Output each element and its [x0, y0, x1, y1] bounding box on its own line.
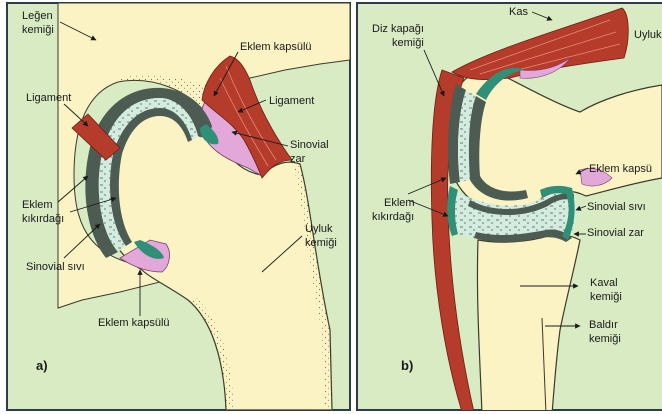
panel-a-letter: a) [36, 358, 48, 373]
label-ligament-right: Ligament [269, 95, 314, 107]
label-capsule-b: Eklem kapsü [589, 163, 652, 175]
panel-a-hip-joint: Leğen kemiği Ligament Eklem kıkırdağı Si… [7, 3, 350, 410]
label-capsule-top: Eklem kapsülü [240, 41, 312, 53]
label-synovial-membrane-b: Sinovial zar [587, 227, 644, 239]
label-cartilage-2: kıkırdağı [22, 213, 64, 225]
label-femur-1: Uyluk [305, 223, 333, 235]
label-cartilage-b-2: kıkırdağı [372, 211, 414, 223]
label-fibula-1: Baldır [589, 319, 618, 331]
label-thigh: Uyluk [634, 29, 662, 41]
label-patella-1: Diz kapağı [372, 23, 424, 35]
label-cartilage-b-1: Eklem [384, 197, 415, 209]
label-synovial-membrane-1: Sinovial [290, 139, 329, 151]
label-synovial-membrane-2: zar [290, 153, 306, 165]
label-tibia-2: kemiği [590, 291, 622, 303]
label-hip-bone-2: kemiği [22, 24, 54, 36]
label-femur-2: kemiği [305, 237, 337, 249]
label-fibula-2: kemiği [589, 333, 621, 345]
label-synovial-fluid-b: Sinovial sıvı [587, 201, 646, 213]
panel-b-letter: b) [401, 358, 413, 373]
label-cartilage-1: Eklem [22, 199, 53, 211]
label-muscle: Kas [509, 6, 528, 18]
label-synovial-fluid-a: Sinovial sıvı [26, 261, 85, 273]
panel-b-knee-joint: Kas Diz kapağı kemiği Uyluk Eklem kıkırd… [357, 3, 662, 414]
label-capsule-bottom: Eklem kapsülü [98, 317, 170, 329]
label-hip-bone-1: Leğen [22, 10, 53, 22]
label-patella-2: kemiği [392, 37, 424, 49]
label-ligament-left: Ligament [26, 92, 71, 104]
label-tibia-1: Kaval [590, 277, 618, 289]
